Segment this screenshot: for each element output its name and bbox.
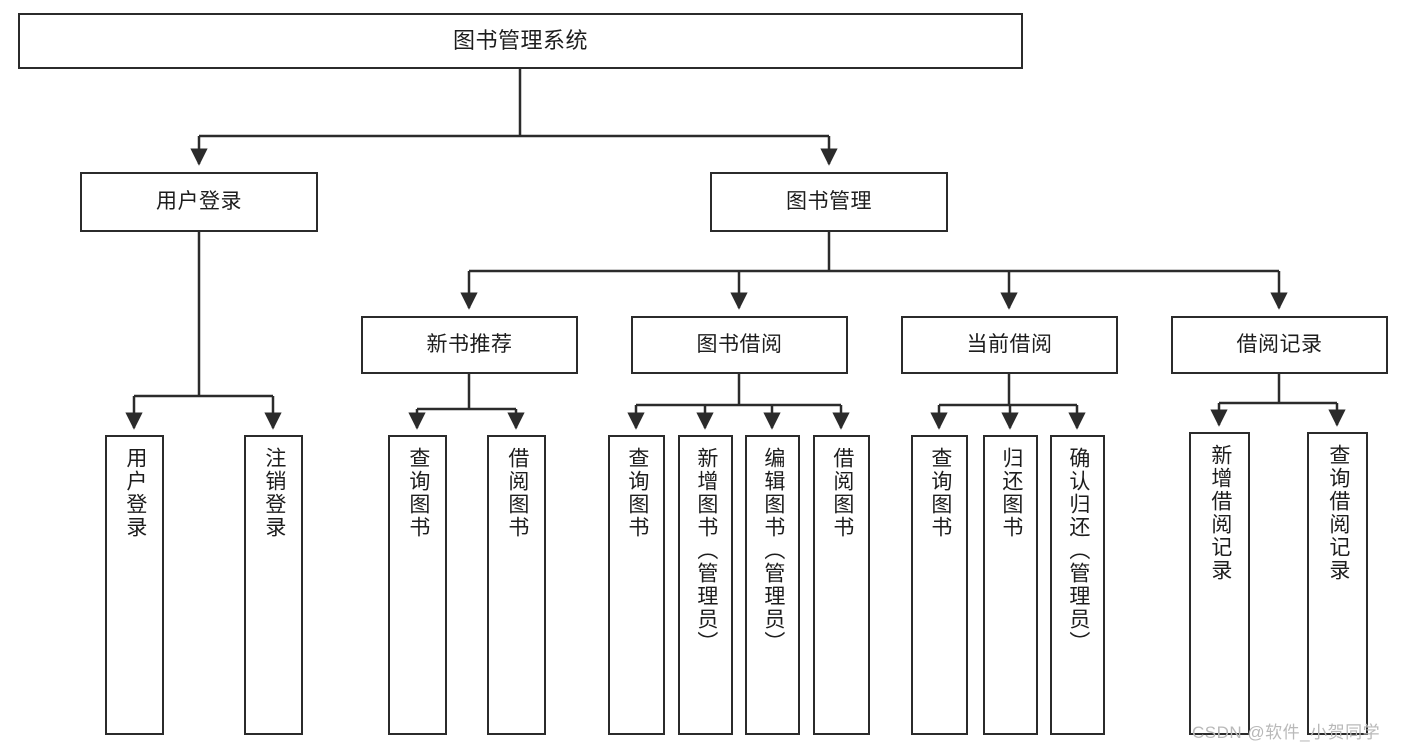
leaf-add-book-label: 新增图书（管理员）	[694, 447, 718, 654]
node-new-book-rec[interactable]: 新书推荐	[361, 316, 578, 374]
node-borrow-record-label: 借阅记录	[1236, 332, 1323, 356]
node-book-manage-label: 图书管理	[786, 189, 872, 213]
leaf-return-book-label: 归还图书	[999, 447, 1023, 539]
node-book-borrow[interactable]: 图书借阅	[631, 316, 848, 374]
node-new-book-rec-label: 新书推荐	[426, 332, 513, 356]
node-user-login[interactable]: 用户登录	[80, 172, 318, 232]
leaf-user-logout-label: 注销登录	[262, 447, 286, 539]
node-user-login-label: 用户登录	[156, 189, 242, 213]
leaf-edit-book[interactable]: 编辑图书（管理员）	[745, 435, 800, 735]
leaf-user-logout[interactable]: 注销登录	[244, 435, 303, 735]
csdn-watermark-text: CSDN @软件_小贺同学	[1192, 723, 1381, 742]
node-root-label: 图书管理系统	[452, 28, 588, 54]
leaf-query-book-cur[interactable]: 查询图书	[911, 435, 968, 735]
leaf-borrow-book-rec[interactable]: 借阅图书	[487, 435, 546, 735]
leaf-query-book-borrow-label: 查询图书	[625, 447, 649, 539]
leaf-query-record-label: 查询借阅记录	[1326, 444, 1350, 582]
leaf-query-book-borrow[interactable]: 查询图书	[608, 435, 665, 735]
csdn-watermark: CSDN @软件_小贺同学	[1192, 718, 1380, 743]
node-book-manage[interactable]: 图书管理	[710, 172, 948, 232]
node-book-borrow-label: 图书借阅	[696, 332, 783, 356]
leaf-user-login-label: 用户登录	[123, 447, 147, 539]
leaf-confirm-return[interactable]: 确认归还（管理员）	[1050, 435, 1105, 735]
leaf-query-book-rec[interactable]: 查询图书	[388, 435, 447, 735]
leaf-user-login[interactable]: 用户登录	[105, 435, 164, 735]
node-current-borrow[interactable]: 当前借阅	[901, 316, 1118, 374]
node-root[interactable]: 图书管理系统	[18, 13, 1023, 69]
leaf-borrow-book-rec-label: 借阅图书	[505, 447, 529, 539]
leaf-query-book-rec-label: 查询图书	[406, 447, 430, 539]
leaf-borrow-book[interactable]: 借阅图书	[813, 435, 870, 735]
leaf-add-record-label: 新增借阅记录	[1208, 444, 1232, 582]
leaf-add-record[interactable]: 新增借阅记录	[1189, 432, 1250, 735]
leaf-add-book[interactable]: 新增图书（管理员）	[678, 435, 733, 735]
leaf-query-record[interactable]: 查询借阅记录	[1307, 432, 1368, 735]
leaf-confirm-return-label: 确认归还（管理员）	[1066, 447, 1090, 654]
leaf-query-book-cur-label: 查询图书	[928, 447, 952, 539]
leaf-edit-book-label: 编辑图书（管理员）	[761, 447, 785, 654]
leaf-return-book[interactable]: 归还图书	[983, 435, 1038, 735]
node-borrow-record[interactable]: 借阅记录	[1171, 316, 1388, 374]
leaf-borrow-book-label: 借阅图书	[830, 447, 854, 539]
node-current-borrow-label: 当前借阅	[966, 332, 1053, 356]
